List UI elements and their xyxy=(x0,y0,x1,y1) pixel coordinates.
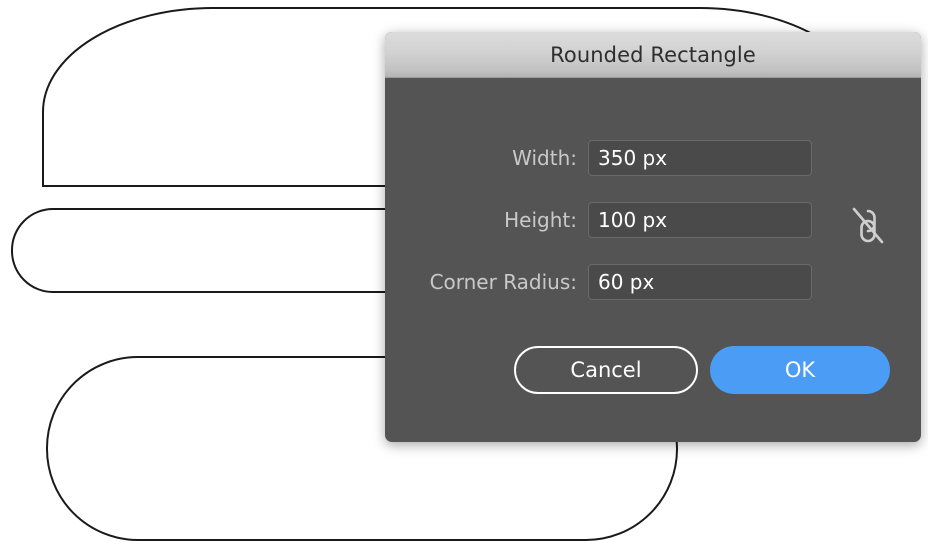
field-row-corner-radius: Corner Radius: xyxy=(385,264,921,300)
unlink-toggle-button[interactable] xyxy=(848,204,888,248)
rounded-rectangle-dialog: Rounded Rectangle Width: Height: Corner … xyxy=(385,32,921,442)
height-label: Height: xyxy=(504,208,577,232)
corner-radius-input[interactable] xyxy=(588,264,812,300)
field-row-height: Height: xyxy=(385,202,921,238)
cancel-button[interactable]: Cancel xyxy=(514,346,698,394)
height-input[interactable] xyxy=(588,202,812,238)
dialog-button-row: Cancel OK xyxy=(385,346,921,396)
dialog-body: Width: Height: Corner Radius: Cancel OK xyxy=(385,78,921,442)
field-row-width: Width: xyxy=(385,140,921,176)
width-label: Width: xyxy=(512,146,577,170)
dialog-title: Rounded Rectangle xyxy=(550,42,756,67)
ok-button[interactable]: OK xyxy=(710,346,890,394)
width-input[interactable] xyxy=(588,140,812,176)
corner-radius-label: Corner Radius: xyxy=(429,270,577,294)
unlink-icon xyxy=(852,207,884,244)
dialog-titlebar: Rounded Rectangle xyxy=(385,32,921,78)
